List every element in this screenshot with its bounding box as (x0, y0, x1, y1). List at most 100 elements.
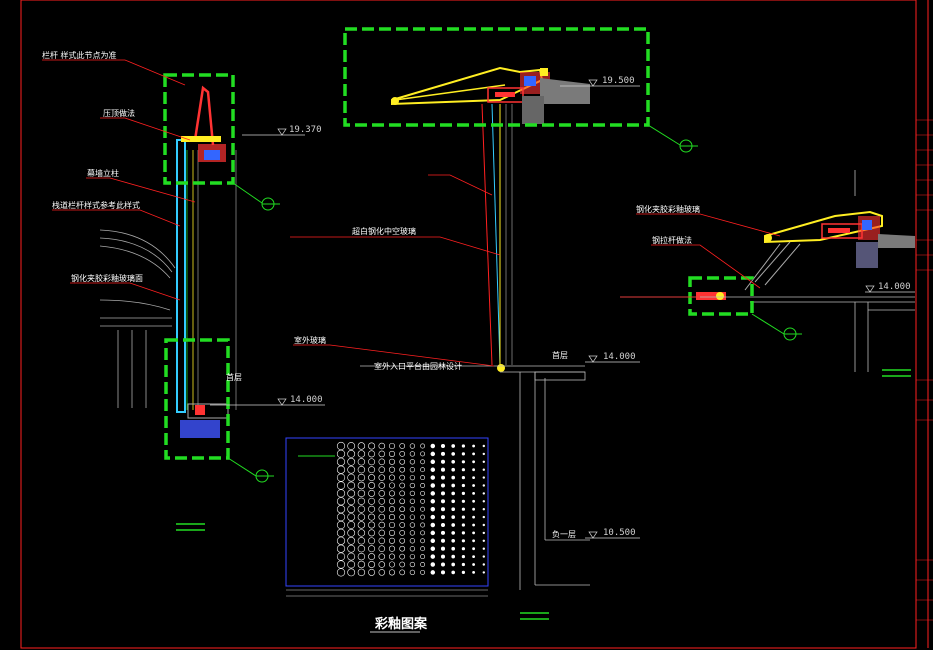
frit-dot (409, 482, 416, 489)
label-left-top: 栏杆 样式此节点为准 (42, 50, 117, 60)
frit-dot (430, 506, 436, 512)
frit-dot (430, 467, 436, 472)
right-leader-lines (620, 213, 781, 298)
frit-dot (430, 483, 436, 488)
frit-dot (472, 515, 476, 519)
frit-dot (357, 497, 366, 505)
frit-dot (451, 459, 456, 464)
frit-dot (347, 552, 356, 561)
frit-dot (388, 545, 396, 552)
frit-dot (409, 443, 416, 449)
frit-dot (368, 568, 376, 576)
frit-dot (368, 505, 376, 513)
frit-pattern-panel: 彩釉图案 (285, 437, 489, 633)
frit-dot (440, 475, 446, 480)
frit-dot (399, 482, 406, 489)
frit-dot (472, 499, 476, 503)
frit-dot (378, 498, 386, 505)
frit-dot (451, 467, 456, 472)
frit-dot (440, 538, 446, 543)
label-middle-floor: 首层 (552, 350, 568, 360)
middle-floor-structure (360, 365, 590, 590)
frit-dot (420, 522, 426, 528)
frit-dot (388, 482, 396, 489)
frit-dot (336, 473, 346, 482)
label-left-floor: 首层 (226, 372, 242, 382)
frit-dot (451, 546, 456, 551)
frit-dot (357, 505, 366, 513)
frit-dot (388, 466, 396, 473)
elevation-middle-basement: 10.500 (603, 528, 636, 538)
frit-dot (368, 458, 376, 466)
frit-dot (388, 474, 396, 481)
frit-dot (482, 508, 485, 511)
frit-dot (388, 458, 396, 465)
frit-dot (420, 451, 426, 457)
frit-dot (378, 521, 386, 529)
frit-dot (461, 507, 466, 511)
frit-dot (482, 515, 485, 519)
frit-dot (399, 506, 406, 513)
frit-dot (420, 514, 426, 520)
frit-dot (368, 450, 376, 458)
frit-dot (399, 522, 406, 528)
frit-dot (336, 520, 346, 530)
frit-dot (482, 563, 485, 566)
frit-dot (482, 523, 485, 527)
frit-dot (461, 460, 466, 464)
frit-dot (440, 507, 446, 512)
frit-dot (472, 491, 476, 495)
frit-dot (451, 507, 456, 512)
frit-dot (451, 452, 456, 456)
middle-section: 超白钢化中空玻璃 室外玻璃 室外入口平台由园林设计 首层 负一层 19.500 … (290, 27, 698, 620)
frit-dot (388, 506, 396, 513)
frit-dot (378, 482, 386, 489)
frit-dot (472, 547, 476, 551)
frit-dot (451, 538, 456, 543)
frit-dot (430, 554, 436, 559)
label-right-top: 钢化夹胶彩釉玻璃 (636, 204, 700, 214)
frit-dot (409, 514, 416, 520)
frit-dot (409, 546, 416, 552)
label-right-pole: 钢拉杆做法 (652, 235, 692, 245)
right-section-mark (882, 369, 911, 377)
frit-dot (461, 531, 466, 535)
left-base (180, 403, 229, 438)
frit-dot (336, 544, 346, 553)
frit-dot (388, 537, 396, 544)
frit-dot (368, 529, 376, 537)
frit-dot (440, 443, 446, 449)
frit-dot (482, 484, 485, 487)
frit-dot (409, 538, 416, 544)
frit-dot (368, 553, 376, 561)
frit-dot (378, 569, 386, 576)
left-leader-lines (42, 59, 196, 301)
frit-dot (461, 491, 466, 496)
frit-dot (388, 569, 396, 576)
frit-dot (420, 506, 426, 512)
frit-dot (472, 476, 476, 480)
frit-dot (388, 521, 396, 529)
frit-dot (357, 521, 366, 529)
frit-dot (451, 523, 456, 527)
frit-pattern-title: 彩釉图案 (374, 616, 428, 632)
right-wall (620, 170, 915, 372)
frit-dot (472, 444, 476, 448)
frit-dot (451, 515, 456, 519)
frit-dot (440, 522, 446, 528)
frit-dot (378, 466, 386, 473)
frit-dot (368, 489, 376, 497)
frit-dot (357, 560, 366, 569)
frit-dot (347, 513, 356, 521)
frit-dot (409, 530, 416, 536)
frit-dot (336, 568, 346, 577)
left-detail-box-bottom (164, 338, 230, 460)
frit-dot (357, 442, 366, 450)
frit-dot (472, 468, 476, 472)
frit-dot (451, 562, 456, 567)
frit-dot (440, 562, 446, 567)
frit-dot (472, 570, 476, 574)
frit-dot (357, 529, 366, 537)
drawing-frame (20, 0, 933, 649)
